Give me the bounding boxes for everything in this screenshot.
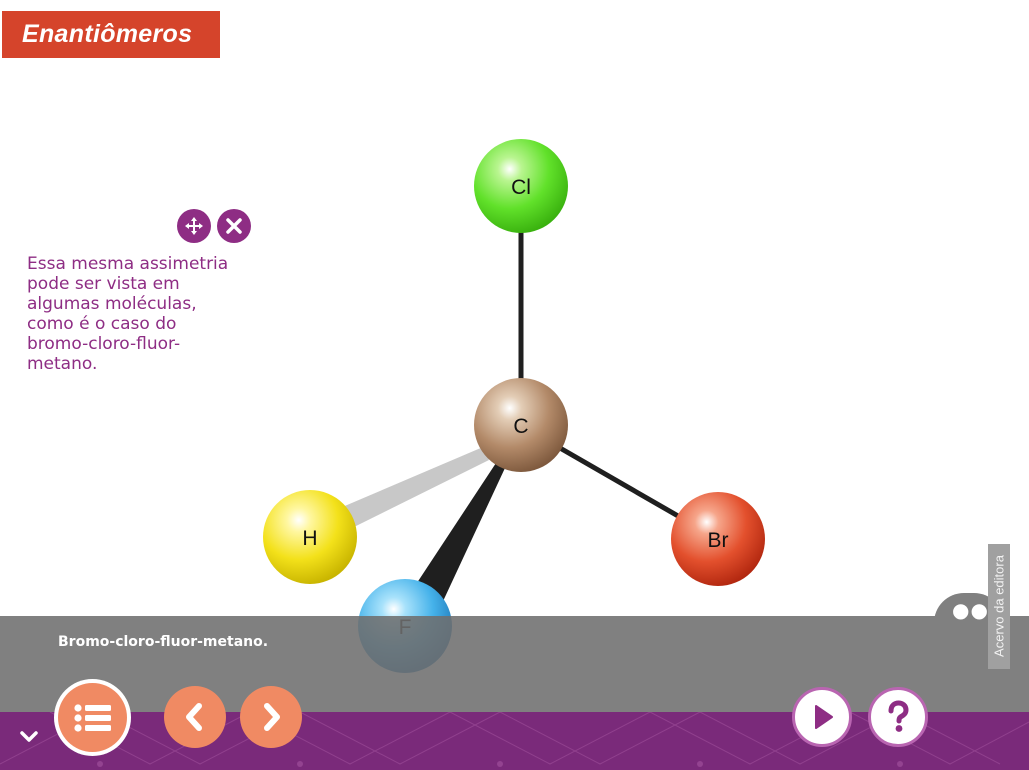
bond-c-f-wedge <box>407 463 505 612</box>
menu-button[interactable] <box>54 679 131 756</box>
atom-h: H <box>263 490 357 584</box>
bond-c-br <box>558 445 687 523</box>
atom-h-label: H <box>302 527 317 550</box>
chevron-down-icon <box>20 731 38 742</box>
bond-c-h-wedge <box>340 447 489 528</box>
info-text: Essa mesma assimetria pode ser vista em … <box>27 254 229 374</box>
chevron-left-icon <box>186 703 202 731</box>
move-icon <box>185 217 203 235</box>
next-button[interactable] <box>240 686 302 748</box>
help-button[interactable] <box>868 687 928 747</box>
previous-button[interactable] <box>164 686 226 748</box>
atom-c: C <box>474 378 568 472</box>
close-button[interactable] <box>217 209 251 243</box>
credit-label: Acervo da editora <box>988 544 1010 669</box>
atom-cl-label: Cl <box>511 176 531 199</box>
move-button[interactable] <box>177 209 211 243</box>
atom-br: Br <box>671 492 765 586</box>
atom-cl: Cl <box>474 139 568 233</box>
collapse-button[interactable] <box>18 729 40 745</box>
caption-text: Bromo-cloro-fluor-metano. <box>58 634 269 650</box>
play-icon <box>815 705 833 729</box>
close-icon <box>226 218 242 234</box>
chevron-right-icon <box>264 703 280 731</box>
page-title: Enantiômeros <box>2 11 220 58</box>
credit-text: Acervo da editora <box>991 555 1007 657</box>
play-button[interactable] <box>792 687 852 747</box>
list-icon <box>73 703 111 732</box>
atom-br-label: Br <box>708 529 729 552</box>
atom-c-label: C <box>513 415 528 438</box>
question-icon <box>888 700 909 732</box>
